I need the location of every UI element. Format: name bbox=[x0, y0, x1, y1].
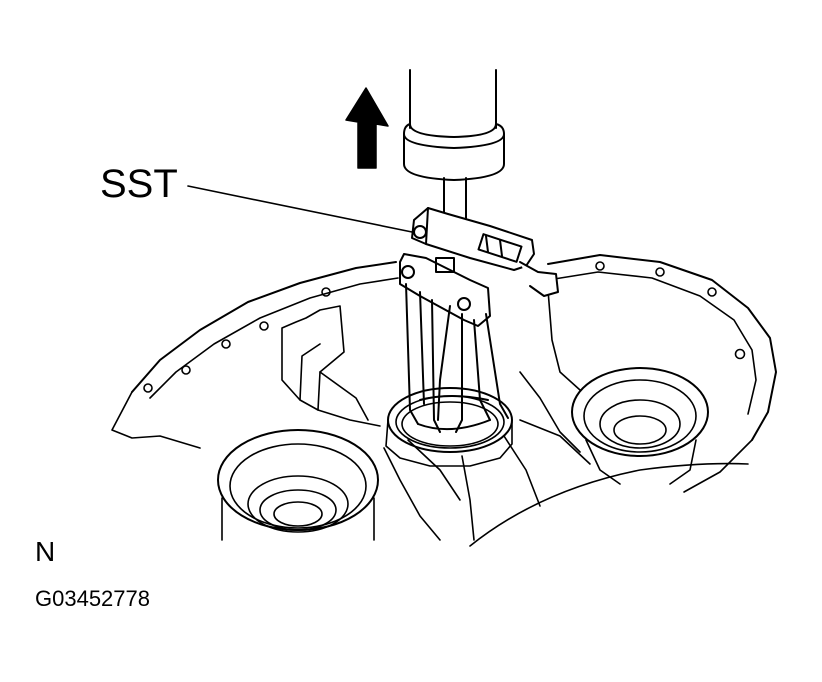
puller-shaft bbox=[404, 70, 504, 240]
lift-direction-up-arrow-icon bbox=[346, 88, 388, 168]
left-bearing-bore bbox=[218, 430, 378, 540]
sst-bearing-puller bbox=[400, 208, 558, 432]
sst-callout-label: SST bbox=[100, 162, 178, 206]
right-bearing-bore bbox=[572, 368, 708, 484]
transmission-case bbox=[112, 255, 776, 546]
sst-leader-line bbox=[188, 186, 412, 232]
flange-bolt-holes bbox=[144, 262, 745, 392]
center-bore bbox=[386, 388, 512, 466]
view-marker-label: N bbox=[35, 536, 56, 567]
figure-code-label: G03452778 bbox=[35, 586, 150, 611]
